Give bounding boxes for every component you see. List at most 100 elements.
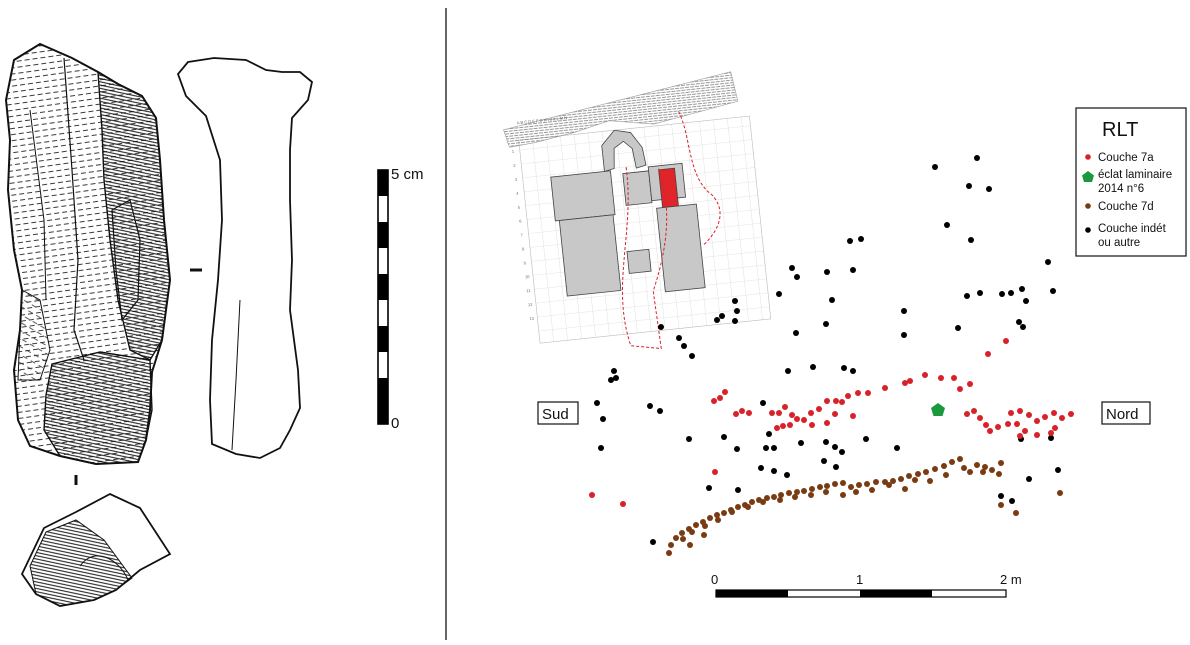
find-couche-7d-66 [729,509,735,515]
legend-label-eclat-laminaire-1: éclat laminaire [1098,169,1172,181]
find-couche-7a-5 [907,378,913,384]
find-indet-44 [613,375,619,381]
find-couche-7d-2 [949,459,955,465]
find-couche-7a-18 [808,410,814,416]
find-indet-53 [771,445,777,451]
find-indet-31 [1008,290,1014,296]
find-indet-64 [600,416,606,422]
find-indet-4 [986,186,992,192]
find-couche-7a-1 [985,351,991,357]
find-indet-61 [1048,435,1054,441]
find-indet-77 [650,539,656,545]
find-indet-49 [760,400,766,406]
find-indet-41 [850,368,856,374]
find-couche-7d-51 [980,469,986,475]
scale-bar-m [715,589,1007,598]
find-couche-7a-7 [938,375,944,381]
find-couche-7a-49 [1034,418,1040,424]
find-couche-7a-53 [1068,411,1074,417]
find-couche-7a-21 [776,410,782,416]
find-couche-7a-57 [1034,432,1040,438]
find-couche-7d-59 [840,492,846,498]
find-couche-7d-8 [898,476,904,482]
inset-grid-numbers: 1 2 3 4 5 6 7 8 9 10 11 12 13 [512,149,535,321]
find-couche-7d-64 [760,499,766,505]
find-couche-7d-21 [794,489,800,495]
find-couche-7a-22 [769,410,775,416]
find-couche-7a-2 [1003,338,1009,344]
find-indet-37 [823,321,829,327]
scale-bar-m-label-2: 2 m [1000,572,1022,587]
svg-text:4: 4 [516,191,520,196]
find-couche-7d-9 [890,478,896,484]
find-couche-7a-14 [839,399,845,405]
find-couche-7d-41 [961,465,967,471]
find-indet-18 [734,308,740,314]
find-couche-7a-4 [922,372,928,378]
svg-text:1: 1 [512,149,516,154]
find-couche-7d-23 [778,492,784,498]
find-couche-7d-54 [912,477,918,483]
find-couche-7a-24 [739,408,745,414]
artifact-face-view [4,42,172,466]
inset-grid-letters: A B C D E F G H I J K L M N [517,115,568,125]
svg-text:3: 3 [515,177,519,182]
find-indet-6 [968,237,974,243]
find-couche-7d-38 [673,535,679,541]
find-couche-7d-13 [856,482,862,488]
find-couche-7d-56 [886,482,892,488]
find-couche-7d-42 [967,469,973,475]
find-indet-73 [735,487,741,493]
find-couche-7a-3 [967,381,973,387]
find-indet-12 [789,265,795,271]
find-indet-25 [689,353,695,359]
find-couche-7d-27 [749,499,755,505]
find-couche-7d-72 [701,532,707,538]
find-couche-7d-1 [957,456,963,462]
find-couche-7d-35 [693,522,699,528]
find-indet-48 [657,408,663,414]
svg-text:8: 8 [522,246,526,251]
find-couche-7d-43 [974,462,980,468]
find-couche-7a-23 [746,410,752,416]
find-couche-7d-37 [679,530,685,536]
svg-text:12: 12 [528,302,534,308]
find-indet-5 [944,222,950,228]
find-indet-3 [966,183,972,189]
legend-title: RLT [1102,119,1138,141]
find-couche-7d-60 [823,489,829,495]
find-couche-7d-18 [817,484,823,490]
find-indet-15 [776,291,782,297]
find-couche-7d-63 [777,497,783,503]
find-indet-35 [1020,324,1026,330]
find-couche-7d-4 [932,466,938,472]
find-couche-7d-53 [927,478,933,484]
find-couche-7a-52 [1059,415,1065,421]
find-couche-7d-69 [689,529,695,535]
find-couche-7a-45 [1014,421,1020,427]
find-couche-7a-12 [855,390,861,396]
find-couche-7d-32 [714,512,720,518]
find-couche-7a-41 [983,422,989,428]
scatter-points [589,155,1074,556]
find-indet-9 [847,238,853,244]
artifact-platform-view [20,492,172,607]
find-couche-7d-15 [840,480,846,486]
find-indet-57 [839,449,845,455]
find-indet-2 [974,155,980,161]
find-couche-7d-71 [687,542,693,548]
find-couche-7d-22 [786,490,792,496]
scale-bar-m-label-0: 0 [711,572,718,587]
find-indet-7 [1045,259,1051,265]
find-indet-45 [608,377,614,383]
find-couche-7a-29 [850,413,856,419]
find-couche-7d-6 [915,471,921,477]
scale-bar-m-label-1: 1 [856,572,863,587]
find-couche-7a-26 [722,389,728,395]
find-couche-7d-70 [680,536,686,542]
find-indet-65 [598,445,604,451]
find-couche-7a-20 [782,404,788,410]
find-indet-51 [721,434,727,440]
legend-marker-eclat-laminaire [1082,171,1094,182]
legend-label-eclat-laminaire-2: 2014 n°6 [1098,183,1144,195]
